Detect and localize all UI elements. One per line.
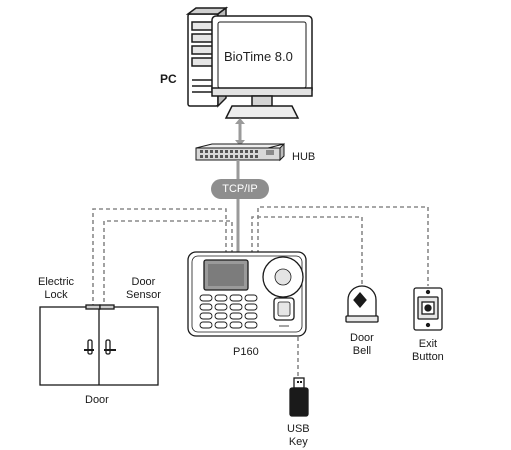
keypad-key	[214, 294, 228, 302]
keypad-key	[199, 321, 213, 329]
hub-port	[220, 150, 223, 153]
hub-port	[255, 155, 258, 158]
keypad-key	[244, 303, 258, 311]
exit-button-label: Exit Button	[412, 338, 444, 363]
hub-port	[250, 150, 253, 153]
hub-port	[240, 150, 243, 153]
keypad-key	[199, 312, 213, 320]
hub-port	[205, 150, 208, 153]
hub-port	[245, 150, 248, 153]
dashed-wires	[92, 206, 429, 378]
keypad-key	[244, 321, 258, 329]
keypad-key	[229, 312, 243, 320]
exit-button-device	[413, 287, 443, 331]
hub-port	[235, 155, 238, 158]
hub-port	[200, 155, 203, 158]
keypad-key	[229, 303, 243, 311]
door-label: Door	[85, 394, 109, 406]
hub-port	[225, 150, 228, 153]
hub-port	[230, 155, 233, 158]
keypad-key	[244, 312, 258, 320]
keypad-key	[214, 303, 228, 311]
keypad-key	[214, 321, 228, 329]
usb-key-label: USB Key	[287, 423, 310, 448]
hub-port	[200, 150, 203, 153]
door-sensor-label: Door Sensor	[126, 276, 161, 301]
p160-device	[187, 251, 307, 337]
hub-port	[245, 155, 248, 158]
hub-port	[240, 155, 243, 158]
protocol-badge: TCP/IP	[211, 179, 269, 199]
software-label: BioTime 8.0	[224, 49, 293, 64]
keypad-key	[214, 312, 228, 320]
device-label: P160	[233, 346, 259, 358]
usb-key	[289, 377, 309, 417]
hub-port	[215, 150, 218, 153]
keypad-key	[199, 294, 213, 302]
monitor	[211, 15, 313, 119]
pc-to-hub-cable	[235, 118, 245, 146]
hub-port	[230, 150, 233, 153]
electric-lock-label: Electric Lock	[38, 276, 75, 301]
hub-port	[255, 150, 258, 153]
hub-port	[250, 155, 253, 158]
hub-port	[235, 150, 238, 153]
keypad-key	[229, 294, 243, 302]
hub-label: HUB	[292, 151, 316, 163]
hub-port	[215, 155, 218, 158]
hub-port	[220, 155, 223, 158]
door-bell-label: Door Bell	[350, 332, 374, 357]
hub-port	[205, 155, 208, 158]
network-hub	[195, 142, 285, 162]
door	[39, 304, 159, 386]
keypad-key	[199, 303, 213, 311]
door-bell	[345, 285, 379, 323]
hub-port	[210, 150, 213, 153]
keypad-key	[229, 321, 243, 329]
hub-port	[210, 155, 213, 158]
pc-label: PC	[160, 72, 177, 86]
hub-port	[225, 155, 228, 158]
keypad-key	[244, 294, 258, 302]
